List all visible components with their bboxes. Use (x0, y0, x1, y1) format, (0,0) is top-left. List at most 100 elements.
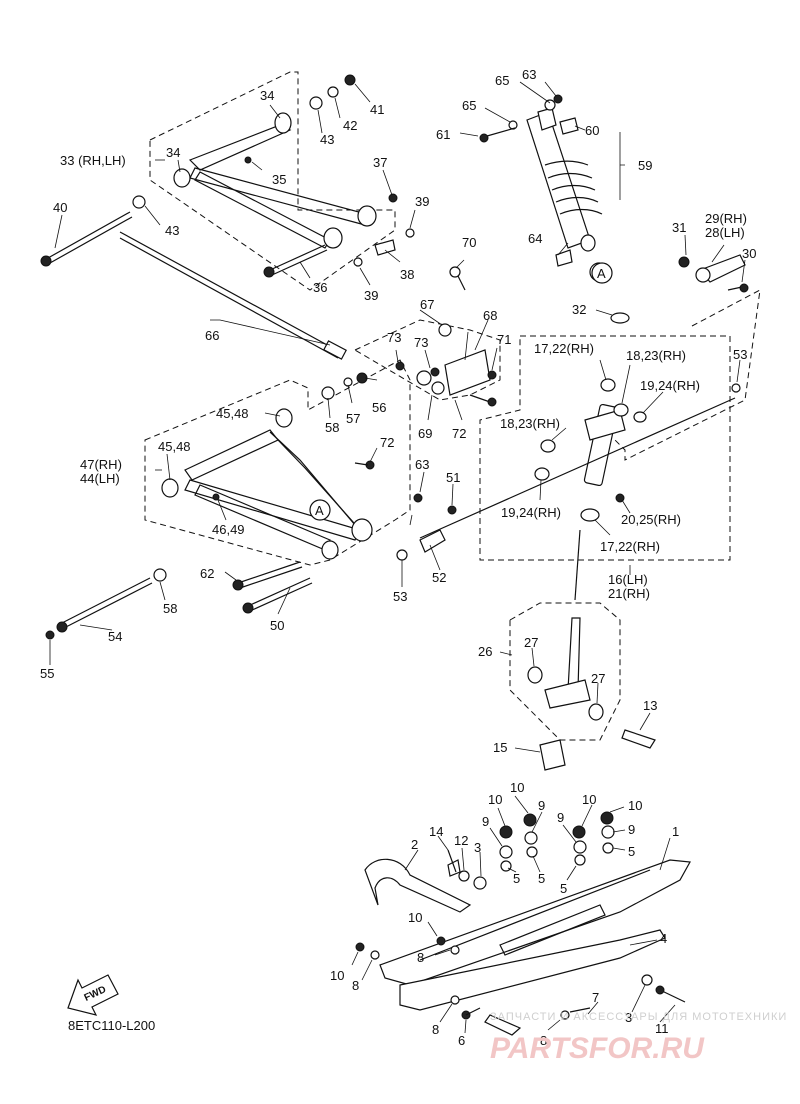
label-41: 41 (370, 102, 384, 117)
label-9-d: 9 (628, 822, 635, 837)
upper-arm-group (40, 71, 415, 360)
label-51: 51 (446, 470, 460, 485)
label-32: 32 (572, 302, 586, 317)
label-9-a: 9 (482, 814, 489, 829)
label-72-right: 72 (452, 426, 466, 441)
label-8-a: 8 (352, 978, 359, 993)
label-38: 38 (400, 267, 414, 282)
label-14: 14 (429, 824, 443, 839)
label-3: 3 (474, 840, 481, 855)
label-5-b: 5 (538, 871, 545, 886)
label-68: 68 (483, 308, 497, 323)
label-50: 50 (270, 618, 284, 633)
label-67: 67 (420, 297, 434, 312)
label-58-top: 58 (325, 420, 339, 435)
label-39-top: 39 (415, 194, 429, 209)
label-5-d: 5 (628, 844, 635, 859)
label-18-23-top: 18,23(RH) (626, 348, 686, 363)
label-56: 56 (372, 400, 386, 415)
label-10-b: 10 (510, 780, 524, 795)
label-54: 54 (108, 629, 122, 644)
label-70: 70 (462, 235, 476, 250)
label-57: 57 (346, 411, 360, 426)
part-labels: 33 (RH,LH) 34 34 35 37 39 40 43 43 42 41… (40, 67, 756, 1048)
label-73-left: 73 (387, 330, 401, 345)
label-71: 71 (497, 332, 511, 347)
label-53-right: 53 (733, 347, 747, 362)
label-62: 62 (200, 566, 214, 581)
label-8-b: 8 (417, 950, 424, 965)
label-39: 39 (364, 288, 378, 303)
label-58: 58 (163, 601, 177, 616)
label-3-bottom: 3 (625, 1010, 632, 1025)
spindle-group (419, 289, 761, 601)
label-2: 2 (411, 837, 418, 852)
label-10-c: 10 (582, 792, 596, 807)
label-42: 42 (343, 118, 357, 133)
label-27-left: 27 (524, 635, 538, 650)
label-11: 11 (655, 1021, 669, 1036)
label-55: 55 (40, 666, 54, 681)
label-19-24: 19,24(RH) (501, 505, 561, 520)
label-40: 40 (53, 200, 67, 215)
label-46-49: 46,49 (212, 522, 245, 537)
ski-column-group (509, 602, 656, 771)
ski-assembly (355, 811, 691, 1036)
label-65-top: 65 (495, 73, 509, 88)
label-16: 16(LH) (608, 572, 648, 587)
label-5-c: 5 (560, 881, 567, 896)
watermark: ЗАПЧАСТИ И АКСЕССУАРЫ ДЛЯ МОТОТЕХНИКИ PA… (490, 1011, 786, 1065)
label-19-24-top: 19,24(RH) (640, 378, 700, 393)
label-28: 28(LH) (705, 225, 745, 240)
label-47: 47(RH) (80, 457, 122, 472)
label-20-25: 20,25(RH) (621, 512, 681, 527)
label-33: 33 (RH,LH) (60, 153, 126, 168)
label-34: 34 (166, 145, 180, 160)
label-6: 6 (458, 1033, 465, 1048)
label-53: 53 (393, 589, 407, 604)
label-35: 35 (272, 172, 286, 187)
label-27: 27 (591, 671, 605, 686)
label-61: 61 (436, 127, 450, 142)
label-8-c: 8 (432, 1022, 439, 1037)
label-73: 73 (414, 335, 428, 350)
steering-arm (678, 254, 749, 293)
label-60: 60 (585, 123, 599, 138)
label-37: 37 (373, 155, 387, 170)
label-43-left: 43 (165, 223, 179, 238)
label-59: 59 (638, 158, 652, 173)
label-69: 69 (418, 426, 432, 441)
ref-marker-a-top: A (591, 262, 613, 284)
label-10-a: 10 (488, 792, 502, 807)
watermark-logo: PARTSFOR.RU (490, 1032, 705, 1065)
label-21: 21(RH) (608, 586, 650, 601)
fwd-arrow-icon: FWD (67, 974, 119, 1016)
label-45-48-top: 45,48 (216, 406, 249, 421)
label-72: 72 (380, 435, 394, 450)
label-17-22-top: 17,22(RH) (534, 341, 594, 356)
label-45-48: 45,48 (158, 439, 191, 454)
label-4: 4 (660, 931, 667, 946)
label-31: 31 (672, 220, 686, 235)
label-10-e: 10 (408, 910, 422, 925)
label-8-d: 8 (540, 1033, 547, 1048)
label-7: 7 (592, 990, 599, 1005)
label-66: 66 (205, 328, 219, 343)
label-5-a: 5 (513, 871, 520, 886)
label-12: 12 (454, 833, 468, 848)
label-30: 30 (742, 246, 756, 261)
label-63-top: 63 (522, 67, 536, 82)
diagram-code: 8ETC110-L200 (68, 1018, 155, 1033)
ref-marker-a-lower: A (309, 499, 331, 521)
label-44: 44(LH) (80, 471, 120, 486)
label-64: 64 (528, 231, 542, 246)
linkage-group (353, 266, 501, 407)
label-10-d: 10 (628, 798, 642, 813)
label-9-b: 9 (538, 798, 545, 813)
label-65: 65 (462, 98, 476, 113)
label-63: 63 (415, 457, 429, 472)
label-15: 15 (493, 740, 507, 755)
label-9-c: 9 (557, 810, 564, 825)
label-26: 26 (478, 644, 492, 659)
